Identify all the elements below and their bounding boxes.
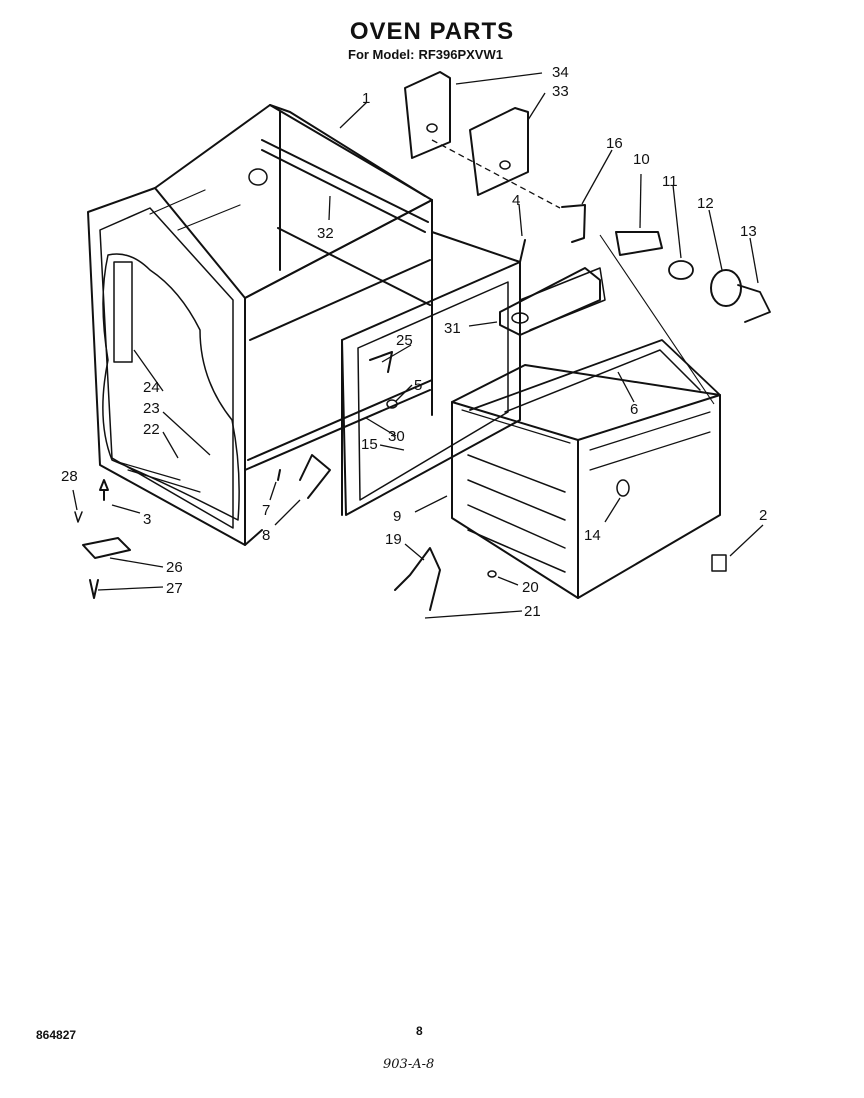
callout-30: 30	[388, 428, 405, 445]
light-assembly-parts-10-13	[561, 204, 771, 323]
rear-panel-part-33	[469, 107, 529, 196]
callout-11: 11	[662, 173, 678, 190]
oven-liner-part-9	[451, 267, 721, 599]
callout-21: 21	[524, 603, 541, 620]
callout-22: 22	[143, 421, 160, 438]
callout-3: 3	[143, 511, 151, 528]
callout-27: 27	[166, 580, 183, 597]
model-label: For Model:	[348, 47, 415, 62]
document-number: 864827	[36, 1028, 77, 1042]
callout-23: 23	[143, 400, 160, 417]
callout-5: 5	[414, 377, 422, 394]
callout-1: 1	[362, 90, 370, 107]
callout-32: 32	[317, 225, 334, 242]
callout-14: 14	[584, 527, 601, 544]
callout-15: 15	[361, 436, 378, 453]
callout-33: 33	[552, 83, 569, 100]
broil-element-part-6	[469, 339, 721, 413]
callout-9: 9	[393, 508, 401, 525]
callout-26: 26	[166, 559, 183, 576]
model-line: For Model:RF396PXVW1	[348, 47, 507, 62]
leader-lines	[72, 72, 764, 619]
rear-panel-part-34	[404, 71, 451, 159]
callout-34: 34	[552, 64, 569, 81]
hardware-parts	[74, 351, 727, 611]
callout-6: 6	[630, 401, 638, 418]
callout-10: 10	[633, 151, 650, 168]
callout-7: 7	[262, 502, 270, 519]
callout-labels: 1 2 3 4 5 6 7 8 9 10 11 12 13 14 15 16 1…	[61, 64, 767, 620]
callout-12: 12	[697, 195, 714, 212]
model-number: RF396PXVW1	[418, 47, 503, 62]
callout-20: 20	[522, 579, 539, 596]
callout-24: 24	[143, 379, 160, 396]
callout-2: 2	[759, 507, 767, 524]
page-title: OVEN PARTS	[349, 18, 515, 45]
vent-duct-part-31	[499, 267, 601, 336]
callout-16: 16	[606, 135, 623, 152]
oven-cabinet-part-1	[87, 104, 433, 546]
oven-front-frame-part-4	[341, 231, 526, 516]
callout-25: 25	[396, 332, 413, 349]
callout-13: 13	[740, 223, 757, 240]
callout-19: 19	[385, 531, 402, 548]
callout-8: 8	[262, 527, 270, 544]
callout-31: 31	[444, 320, 461, 337]
page-number: 8	[416, 1024, 423, 1038]
callout-28: 28	[61, 468, 78, 485]
handwritten-note: 903-A-8	[383, 1057, 435, 1072]
callout-4: 4	[512, 192, 520, 209]
